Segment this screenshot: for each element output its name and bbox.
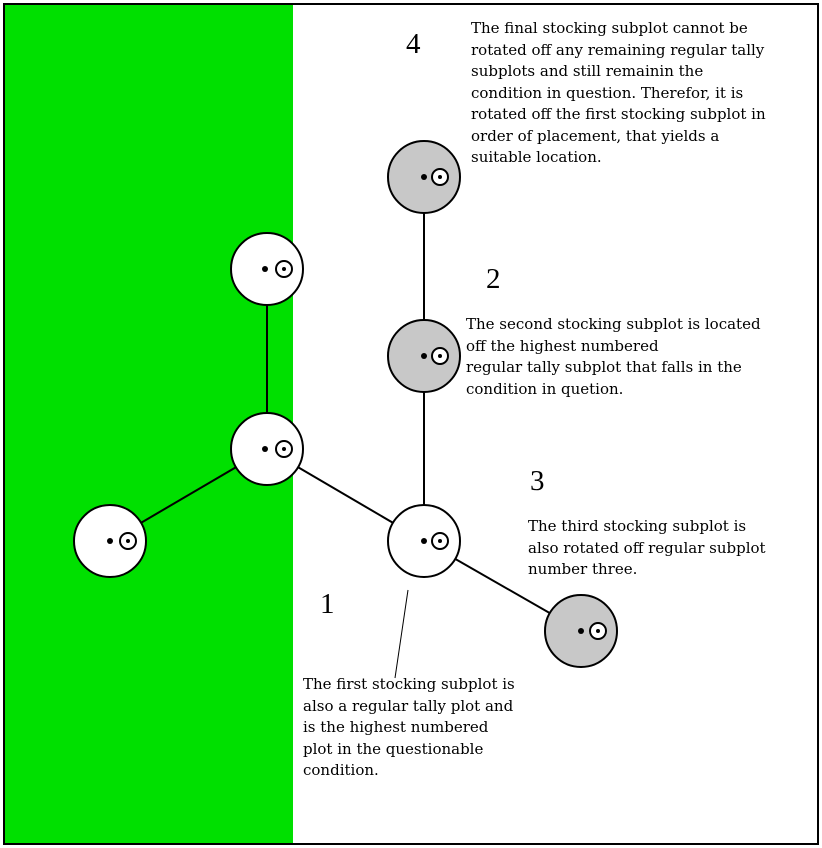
note-line: also rotated off regular subplot <box>528 538 766 557</box>
note-line: also a regular tally plot and <box>303 696 514 715</box>
label-number-2: 2 <box>486 263 501 295</box>
note-line: condition. <box>303 761 379 779</box>
note-line: suitable location. <box>471 148 602 166</box>
note-line: The final stocking subplot cannot be <box>471 19 748 37</box>
microplot-dot <box>596 629 600 633</box>
note-line: is the highest numbered <box>303 718 489 736</box>
microplot-dot <box>282 267 286 271</box>
subplot-center-dot <box>421 538 427 544</box>
stocking-subplot <box>387 140 461 214</box>
note-line: rotated off the first stocking subplot i… <box>471 105 766 123</box>
note-line: condition in question. Therefor, it is <box>471 83 744 102</box>
regular-subplot <box>230 232 304 306</box>
note-line: off the highest numbered <box>466 336 659 355</box>
regular-subplot <box>230 412 304 486</box>
regular-subplot <box>387 504 461 578</box>
subplot-center-dot <box>262 446 268 452</box>
subplot-center-dot <box>421 353 427 359</box>
subplot-center-dot <box>107 538 113 544</box>
note-1-text: The first stocking subplot is also a reg… <box>303 674 515 782</box>
note-line: The first stocking subplot is <box>303 675 515 693</box>
note-4-text: The final stocking subplot cannot be rot… <box>471 18 766 169</box>
questioned-condition-area <box>293 4 818 844</box>
label-number-3: 3 <box>530 465 545 497</box>
note-3-text: The third stocking subplot is also rotat… <box>528 516 766 581</box>
leader-line <box>394 589 409 679</box>
note-line: plot in the questionable <box>303 739 484 758</box>
note-2-text: The second stocking subplot is located o… <box>466 314 761 400</box>
label-number-4: 4 <box>406 28 421 60</box>
stocking-subplot <box>544 594 618 668</box>
microplot-dot <box>282 447 286 451</box>
microplot-dot <box>126 539 130 543</box>
stocking-subplot <box>387 319 461 393</box>
microplot-dot <box>438 175 442 179</box>
microplot-dot <box>438 539 442 543</box>
note-line: number three. <box>528 560 638 578</box>
subplot-center-dot <box>262 266 268 272</box>
note-line: order of placement, that yields a <box>471 126 720 145</box>
subplot-center-dot <box>421 174 427 180</box>
note-line: The third stocking subplot is <box>528 517 747 535</box>
note-line: regular tally subplot that falls in the <box>466 358 742 376</box>
note-line: rotated off any remaining regular tally <box>471 40 765 59</box>
regular-subplot <box>73 504 147 578</box>
microplot-dot <box>438 354 442 358</box>
label-number-1: 1 <box>320 588 335 620</box>
note-line: condition in quetion. <box>466 379 624 398</box>
subplot-center-dot <box>578 628 584 634</box>
diagram-border <box>3 3 819 845</box>
note-line: subplots and still remainin the <box>471 62 704 80</box>
note-line: The second stocking subplot is located <box>466 315 761 333</box>
